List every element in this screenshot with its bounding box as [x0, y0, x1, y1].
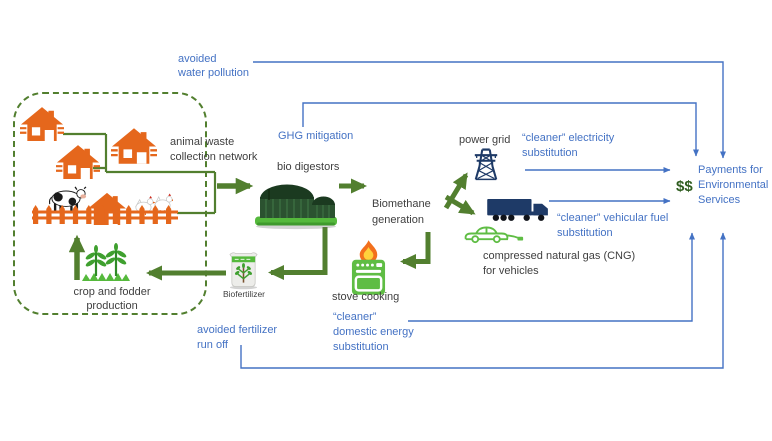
- farm-community-boundary: [13, 92, 207, 315]
- dollars-symbol: $$: [676, 178, 693, 195]
- label-biofertilizer: Biofertilizer: [222, 289, 266, 299]
- label-stove-cooking: stove cooking: [332, 291, 400, 303]
- benefit-vehicular-substitution: “cleaner” vehicular fuel substitution: [557, 212, 669, 239]
- truck-icon: [487, 198, 551, 224]
- label-biomethane-generation: Biomethane generation: [372, 198, 431, 226]
- benefit-electricity-substitution: “cleaner” electricity substitution: [522, 132, 615, 159]
- fence-icon: [32, 204, 178, 224]
- label-bio-digestors: bio digestors: [277, 161, 340, 173]
- arrow-digestors-to-biofertilizer: [267, 227, 328, 280]
- house-icon: [20, 106, 64, 143]
- house-icon: [111, 127, 157, 166]
- line-water-to-payments: [253, 61, 726, 159]
- line-runoff-to-payments: [240, 232, 726, 369]
- cow-icon: [44, 186, 88, 215]
- label-crop-fodder: crop and fodder production: [73, 286, 151, 312]
- collection-network-lines: [63, 132, 217, 215]
- line-ghg-to-payments: [302, 102, 699, 157]
- arrow-biomethane-to-stove: [399, 232, 431, 269]
- benefit-ghg-mitigation: GHG mitigation: [278, 130, 354, 142]
- biofertilizer-bag-icon: [227, 250, 260, 290]
- line-domestic-to-payments: [408, 232, 695, 322]
- arrow-biomethane-to-grid: [443, 172, 469, 210]
- benefit-water-pollution: avoided water pollution: [178, 53, 249, 79]
- benefit-fertilizer-runoff: avoided fertilizer run off: [197, 324, 278, 351]
- label-animal-waste-network: animal waste collection network: [170, 136, 258, 163]
- benefit-domestic-energy: “cleaner” domestic energy substitution: [333, 311, 414, 353]
- arrow-biomethane-to-truck: [444, 194, 476, 216]
- label-payments-environmental-services: Payments for Environmental Services: [698, 164, 769, 206]
- power-pylon-icon: [472, 147, 500, 182]
- house-icon: [56, 144, 100, 181]
- label-cng-vehicles: compressed natural gas (CNG) for vehicle…: [483, 250, 636, 277]
- label-power-grid: power grid: [459, 134, 511, 146]
- stove-flame-icon: [350, 239, 387, 296]
- cng-car-icon: [463, 223, 525, 244]
- crop-plants-icon: [80, 242, 132, 282]
- bio-digestor-icon: [255, 180, 337, 230]
